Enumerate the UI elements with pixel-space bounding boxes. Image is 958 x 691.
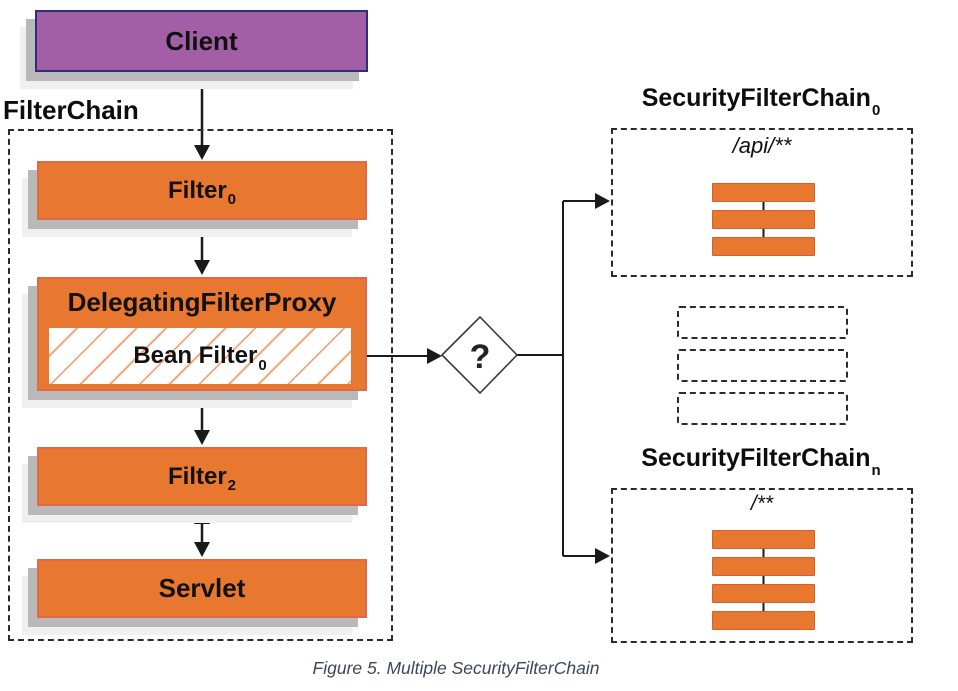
sfc0-title-text: SecurityFilterChain: [641, 84, 871, 112]
sfc-bar: [712, 557, 815, 576]
bean-filter-label: Bean Filter: [133, 342, 258, 369]
servlet-box: Servlet: [37, 559, 367, 618]
filter0-label: Filter: [167, 176, 227, 204]
filter2-label: Filter: [167, 462, 227, 490]
sfc-bar: [712, 237, 815, 256]
sfc-bar: [712, 584, 815, 603]
placeholder-box: [677, 349, 848, 382]
arrowhead-sfcn: [595, 548, 610, 564]
sfcn-title: SecurityFilterChainn: [606, 444, 916, 479]
delegating-filter-proxy-label: DelegatingFilterProxy: [67, 287, 337, 317]
client-box: Client: [35, 10, 368, 72]
servlet-label: Servlet: [158, 573, 246, 603]
placeholder-stack: [677, 306, 848, 425]
sfc-bar: [712, 530, 815, 549]
filterchain-container: [8, 129, 393, 641]
sfcn-bar-stack: [712, 530, 815, 630]
bean-filter-subscript: 0: [258, 356, 267, 374]
filterchain-label: FilterChain: [3, 95, 139, 125]
sfc-bar: [712, 210, 815, 229]
sfc0-title: SecurityFilterChain0: [606, 84, 916, 119]
placeholder-box: [677, 306, 848, 339]
decision-diamond: ?: [440, 315, 519, 395]
branch-lines: [517, 200, 598, 557]
placeholder-box: [677, 392, 848, 425]
filter2-subscript: 2: [227, 477, 237, 494]
figure-caption: Figure 5. Multiple SecurityFilterChain: [312, 658, 600, 678]
sfc0-pattern: /api/**: [732, 133, 792, 158]
decision-label: ?: [470, 338, 491, 376]
sfc-bar: [712, 611, 815, 630]
sfcn-title-subscript: n: [871, 462, 881, 479]
arrowhead-sfc0: [595, 193, 610, 209]
sfcn-box: /**: [611, 488, 913, 643]
sfcn-pattern: /**: [750, 492, 774, 515]
client-label: Client: [165, 25, 238, 56]
sfc0-box: /api/**: [611, 128, 913, 277]
sfcn-title-text: SecurityFilterChain: [641, 444, 871, 472]
filter0-subscript: 0: [227, 191, 237, 208]
sfc-bar: [712, 183, 815, 202]
sfc0-bar-stack: [712, 183, 815, 256]
sfc0-title-subscript: 0: [871, 102, 881, 119]
